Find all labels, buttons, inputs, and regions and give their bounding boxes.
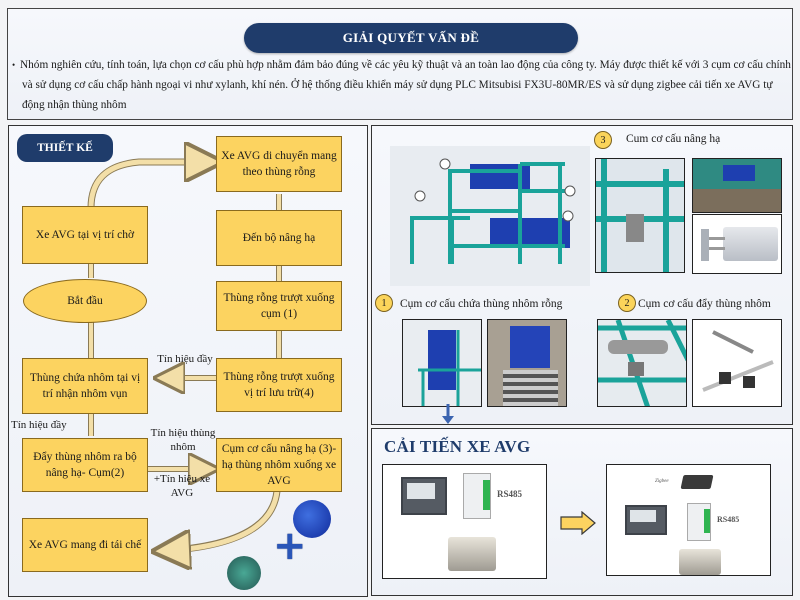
zigbee-module-image	[680, 475, 714, 489]
photo-lifter-real	[692, 158, 782, 213]
photo-circuit-board	[227, 556, 261, 590]
avg-vehicle-image	[448, 537, 496, 571]
avg-vehicle-image-after	[679, 549, 721, 575]
badge-3: 3	[594, 131, 612, 149]
badge-2: 2	[618, 294, 636, 312]
label-rs485-before: RS485	[497, 489, 523, 499]
photo-pusher-3d	[597, 319, 687, 407]
node-empty-slide-1: Thùng rỗng trượt xuống cụm (1)	[216, 281, 342, 331]
connector-waiting-to-moving	[87, 158, 214, 209]
diagram-avg-after: Zigbee RS485	[606, 464, 771, 576]
plc-image	[463, 473, 491, 519]
photo-blue-bin	[293, 500, 331, 538]
problem-solution-panel: GIẢI QUYẾT VẤN ĐỀ • Nhóm nghiên cứu, tín…	[7, 8, 793, 120]
section-title-avg-improvement: CẢI TIẾN XE AVG	[384, 437, 531, 456]
hmi-panel-image-after	[625, 505, 667, 535]
section-title-solution: GIẢI QUYẾT VẤN ĐỀ	[244, 23, 578, 53]
node-avg-recycle: Xe AVG mang đi tái chế	[22, 518, 148, 572]
intro-text: Nhóm nghiên cứu, tính toán, lựa chọn cơ …	[20, 59, 791, 111]
node-to-lifter: Đến bộ nâng hạ	[216, 210, 342, 266]
photo-linear-guide	[692, 319, 782, 407]
photo-empty-bin-real	[487, 319, 567, 407]
label-zigbee: Zigbee	[655, 479, 669, 484]
label-rs485-after: RS485	[717, 515, 740, 524]
photo-pneumatic-cylinder	[692, 214, 782, 274]
photo-lifter-closeup	[595, 158, 685, 273]
node-avg-waiting: Xe AVG tại vị trí chờ	[22, 206, 148, 264]
node-bin-receiving: Thùng chứa nhôm tại vị trí nhận nhôm vụn	[22, 358, 148, 414]
diagram-avg-before: RS485	[382, 464, 547, 579]
node-start: Bắt đầu	[23, 279, 147, 323]
edge-label-avg-signal: +Tín hiệu xe AVG	[153, 473, 211, 499]
intro-paragraph: • Nhóm nghiên cứu, tính toán, lựa chọn c…	[12, 55, 792, 115]
node-avg-moving: Xe AVG di chuyển mang theo thùng rỗng	[216, 136, 342, 192]
machine-render-graphic	[410, 158, 576, 264]
node-lifter-lower: Cụm cơ cấu nâng hạ (3)- hạ thùng nhôm xu…	[216, 438, 342, 492]
photo-empty-bin-3d	[402, 319, 482, 407]
design-flowchart-panel: THIẾT KẾ Xe AVG tại vị trí chờ Bắt đầu T…	[8, 125, 368, 597]
badge-1: 1	[375, 294, 393, 312]
node-empty-slide-4: Thùng rỗng trượt xuống vị trí lưu trữ(4)	[216, 358, 342, 412]
label-empty-bin-mechanism: Cụm cơ cấu chứa thùng nhôm rỗng	[400, 298, 563, 310]
edge-label-full-signal-top: Tín hiệu đầy	[157, 353, 213, 365]
section-title-design: THIẾT KẾ	[17, 134, 113, 162]
node-push-bin: Đẩy thùng nhôm ra bộ nâng hạ- Cụm(2)	[22, 438, 148, 492]
plc-image-after	[687, 503, 711, 541]
label-pusher-mechanism: Cụm cơ cấu đẩy thùng nhôm	[638, 298, 771, 310]
edge-label-full-signal-left: Tín hiệu đầy	[11, 419, 67, 431]
plus-icon: +	[273, 523, 307, 569]
arrow-right-icon	[560, 511, 596, 535]
arrow-down-icon	[442, 404, 454, 424]
mechanisms-panel: 3 Cum cơ cấu nâng hạ 1 Cụm cơ cấu chứa t…	[371, 125, 793, 425]
hmi-panel-image	[401, 477, 447, 515]
bullet-icon: •	[12, 60, 16, 70]
label-lifter-mechanism: Cum cơ cấu nâng hạ	[626, 133, 721, 145]
avg-improvement-panel: CẢI TIẾN XE AVG RS485 Zigbee RS485	[371, 428, 793, 596]
edge-label-bin-signal: Tín hiệu thùng nhôm	[150, 427, 216, 453]
machine-3d-render	[390, 146, 590, 286]
